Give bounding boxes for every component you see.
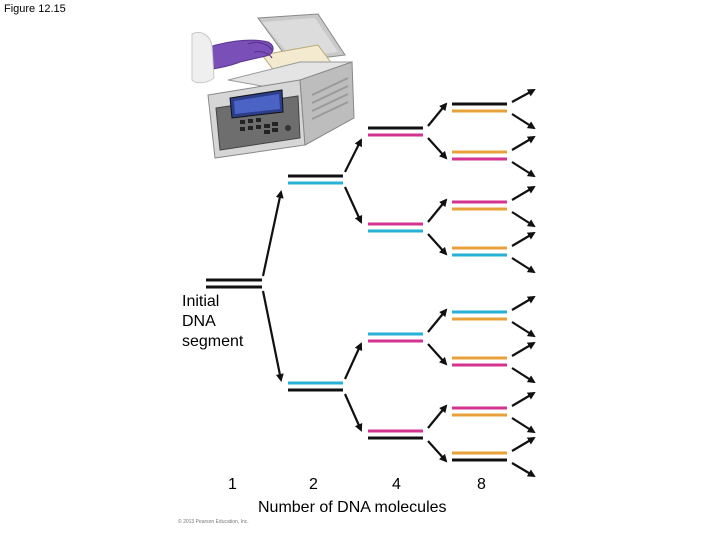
initial-dna-molecule xyxy=(206,278,262,289)
count-cycle2: 4 xyxy=(392,476,401,493)
cycle1-molecule-bottom xyxy=(288,381,343,392)
cycle1-molecule-top xyxy=(288,174,343,185)
initial-dna-label: Initial DNA segment xyxy=(182,292,243,352)
initial-label-line: segment xyxy=(182,333,244,350)
count-cycle1: 2 xyxy=(309,476,318,493)
initial-label-line: Initial xyxy=(182,293,220,310)
count-cycle0: 1 xyxy=(228,476,237,493)
cycle3-arrows xyxy=(427,102,448,463)
cycle3-molecules xyxy=(452,102,507,462)
cycle2-molecules xyxy=(368,126,423,440)
axis-label: Number of DNA molecules xyxy=(258,499,447,516)
pcr-machine-icon xyxy=(191,13,355,159)
figure-label: Figure 12.15 xyxy=(4,3,66,15)
cycle1-arrows xyxy=(261,190,284,382)
count-cycle3: 8 xyxy=(477,476,486,493)
initial-label-line: DNA xyxy=(182,313,216,330)
cycle2-arrows xyxy=(343,138,363,432)
copyright-text: © 2013 Pearson Education, Inc. xyxy=(178,519,249,525)
cycle4-arrows xyxy=(511,89,536,478)
